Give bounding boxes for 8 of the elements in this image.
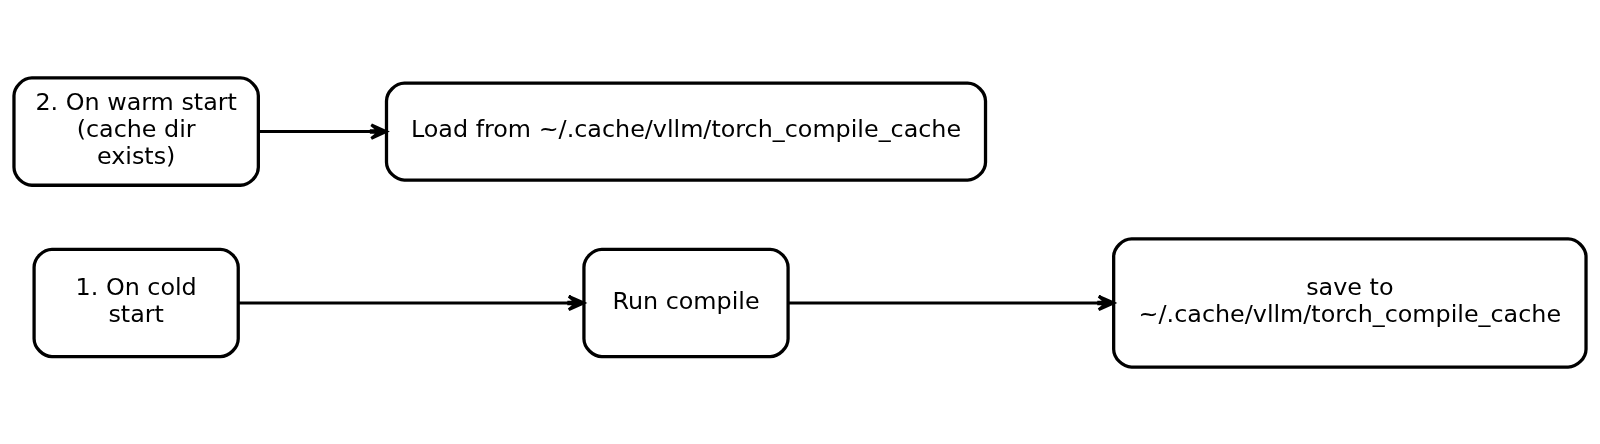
node-box: 1. On cold start (32, 247, 240, 358)
node-box: Run compile (582, 247, 790, 358)
node-box: save to ~/.cache/vllm/torch_compile_cache (1112, 236, 1588, 369)
arrow (238, 294, 586, 311)
node-box: Load from ~/.cache/vllm/torch_compile_cache (384, 81, 988, 182)
node-box: 2. On warm start (cache dir exists) (12, 75, 260, 187)
arrow (788, 294, 1116, 311)
arrow (259, 122, 388, 140)
